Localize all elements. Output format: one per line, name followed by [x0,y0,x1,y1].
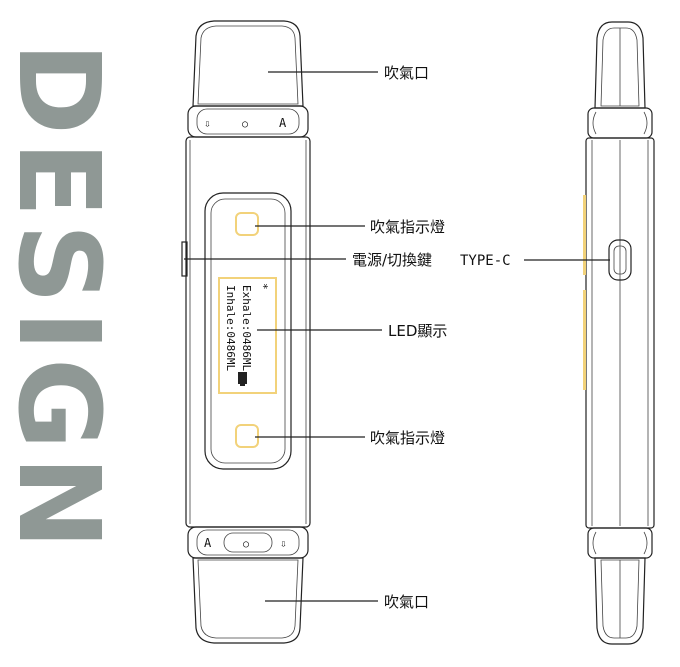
battery-icon [238,372,247,384]
led-screen [218,277,277,394]
bottom-button-left-icon[interactable]: A [204,536,212,550]
label-inlet-bottom: 吹氣口 [384,593,429,611]
side-view [583,21,655,645]
indicator-light-top [235,212,259,236]
label-inlet-top: 吹氣口 [384,64,429,82]
top-button-left-icon[interactable]: ⇩ [204,117,211,130]
callouts [184,71,610,602]
screen-exhale-line: Exhale:0486ML [240,285,253,371]
screen-inhale-line: Inhale:0486ML [224,285,237,371]
indicator-light-bottom [235,424,259,448]
label-indicator-top: 吹氣指示燈 [370,218,445,236]
bluetooth-icon: ∗ [259,283,272,290]
label-power-button: 電源/切換鍵 [352,251,432,269]
design-watermark: DESIGN [0,42,123,555]
top-button-center-icon[interactable]: ○ [242,119,248,130]
top-button-right-icon[interactable]: A [279,116,287,130]
label-indicator-bottom: 吹氣指示燈 [370,429,445,447]
bottom-button-center-icon[interactable]: ○ [243,539,249,550]
front-view: ⇩ ○ A ∗ Exhale:0486ML Inhale:0486ML A ○ … [181,20,311,644]
label-type-c: TYPE-C [460,253,511,269]
bottom-button-right-icon[interactable]: ⇩ [280,537,287,550]
label-led-display: LED顯示 [388,322,447,340]
